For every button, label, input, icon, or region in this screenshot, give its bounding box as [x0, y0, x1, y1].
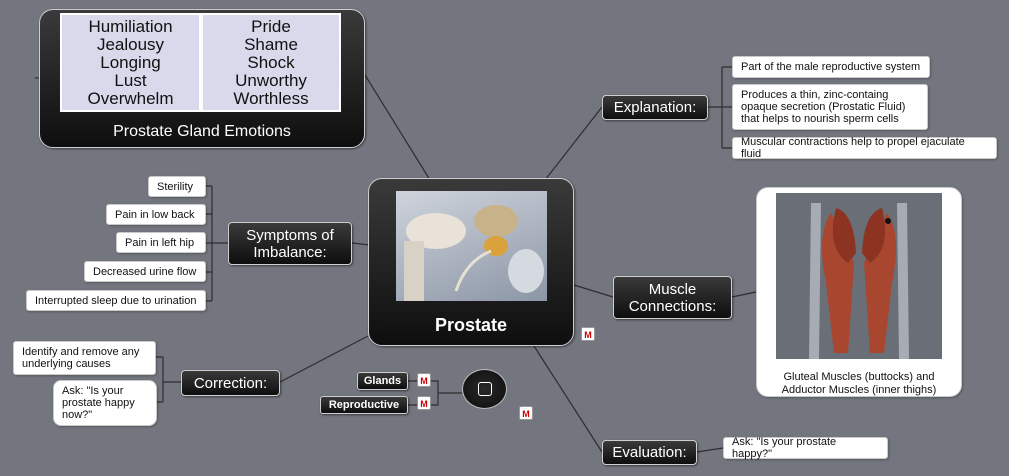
prostate-anatomy-image	[396, 191, 547, 301]
muscle-panel[interactable]: Gluteal Muscles (buttocks) and Adductor …	[756, 187, 962, 397]
hub-node[interactable]	[462, 369, 507, 409]
explanation-node[interactable]: Explanation:	[602, 95, 708, 120]
explanation-item-2[interactable]: Produces a thin, zinc-containg opaque se…	[732, 84, 928, 130]
symptom-item[interactable]: Interrupted sleep due to urination	[26, 290, 206, 311]
memo-icon[interactable]	[417, 373, 431, 387]
emotion-word: Jealousy	[96, 34, 165, 54]
tag-reproductive-label: Reproductive	[328, 399, 400, 411]
central-node[interactable]: Prostate	[368, 178, 574, 346]
emotion-word: Pride	[251, 16, 291, 36]
emotion-word: Unworthy	[235, 70, 307, 90]
symptoms-node[interactable]: Symptoms of Imbalance:	[228, 222, 352, 265]
muscle-image	[776, 193, 942, 360]
evaluation-item[interactable]: Ask: "Is your prostate happy?"	[723, 436, 888, 460]
explanation-label: Explanation:	[613, 99, 697, 116]
emotion-word: Worthless	[233, 88, 309, 108]
emotion-word: Shock	[247, 52, 295, 72]
explanation-item-1[interactable]: Part of the male reproductive system	[732, 56, 930, 78]
memo-icon[interactable]	[581, 327, 595, 341]
emotion-word: Overwhelm	[87, 88, 174, 108]
muscle-caption: Gluteal Muscles (buttocks) and Adductor …	[781, 371, 937, 396]
symptom-item[interactable]: Pain in left hip	[116, 232, 206, 253]
muscle-label: Muscle Connections:	[628, 280, 717, 315]
central-title: Prostate	[434, 315, 508, 335]
hub-square-icon	[477, 382, 492, 396]
tag-glands[interactable]: Glands	[357, 372, 408, 390]
correction-item-1[interactable]: Identify and remove any underlying cause…	[13, 341, 156, 375]
emotion-word: Longing	[100, 52, 161, 72]
evaluation-label: Evaluation:	[612, 444, 687, 461]
emotions-caption: Prostate Gland Emotions	[113, 123, 291, 140]
symptom-item[interactable]: Pain in low back	[106, 204, 206, 225]
tag-reproductive[interactable]: Reproductive	[320, 396, 408, 414]
memo-icon[interactable]	[417, 396, 431, 410]
symptom-item[interactable]: Sterility	[148, 176, 206, 197]
emotion-word: Shame	[244, 34, 298, 54]
muscle-node[interactable]: Muscle Connections:	[613, 276, 732, 319]
evaluation-node[interactable]: Evaluation:	[602, 440, 697, 465]
symptom-item[interactable]: Decreased urine flow	[84, 261, 206, 282]
emotion-word: Humiliation	[88, 16, 173, 36]
correction-node[interactable]: Correction:	[181, 370, 280, 396]
correction-label: Correction:	[193, 374, 268, 392]
correction-item-2[interactable]: Ask: "Is your prostate happy now?"	[53, 380, 157, 426]
explanation-item-3[interactable]: Muscular contractions help to propel eja…	[732, 136, 997, 160]
emotion-word: Lust	[114, 70, 147, 90]
tag-glands-label: Glands	[363, 375, 402, 387]
symptoms-label: Symptoms of Imbalance:	[246, 226, 334, 261]
memo-icon[interactable]	[519, 406, 533, 420]
